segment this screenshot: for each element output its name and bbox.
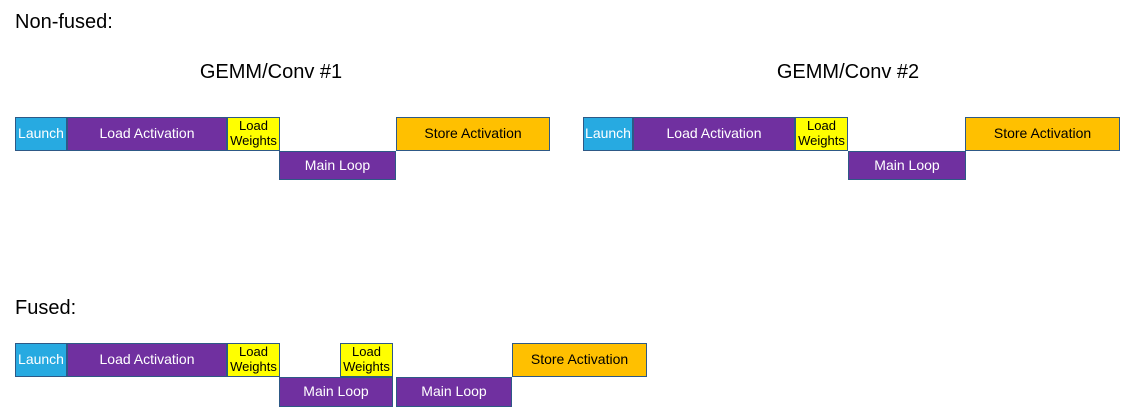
load-activation-block: Load Activation <box>67 343 227 377</box>
main-loop-block: Main Loop <box>848 151 966 180</box>
main-loop-block: Main Loop <box>279 151 396 180</box>
store-activation-block: Store Activation <box>396 117 550 151</box>
store-activation-block: Store Activation <box>965 117 1120 151</box>
store-activation-block: Store Activation <box>512 343 647 377</box>
load-weights-block: Load Weights <box>340 343 393 377</box>
main-loop-block: Main Loop <box>396 377 512 407</box>
heading-non-fused: Non-fused: <box>15 11 113 33</box>
load-activation-block: Load Activation <box>67 117 227 151</box>
heading-fused: Fused: <box>15 297 77 319</box>
group-title-gemm-conv-2: GEMM/Conv #2 <box>776 61 920 83</box>
launch-block: Launch <box>15 343 67 377</box>
load-weights-block: Load Weights <box>227 343 280 377</box>
load-weights-block: Load Weights <box>795 117 848 151</box>
launch-block: Launch <box>15 117 67 151</box>
load-activation-block: Load Activation <box>633 117 795 151</box>
main-loop-block: Main Loop <box>279 377 393 407</box>
load-weights-block: Load Weights <box>227 117 280 151</box>
group-title-gemm-conv-1: GEMM/Conv #1 <box>199 61 343 83</box>
launch-block: Launch <box>583 117 633 151</box>
